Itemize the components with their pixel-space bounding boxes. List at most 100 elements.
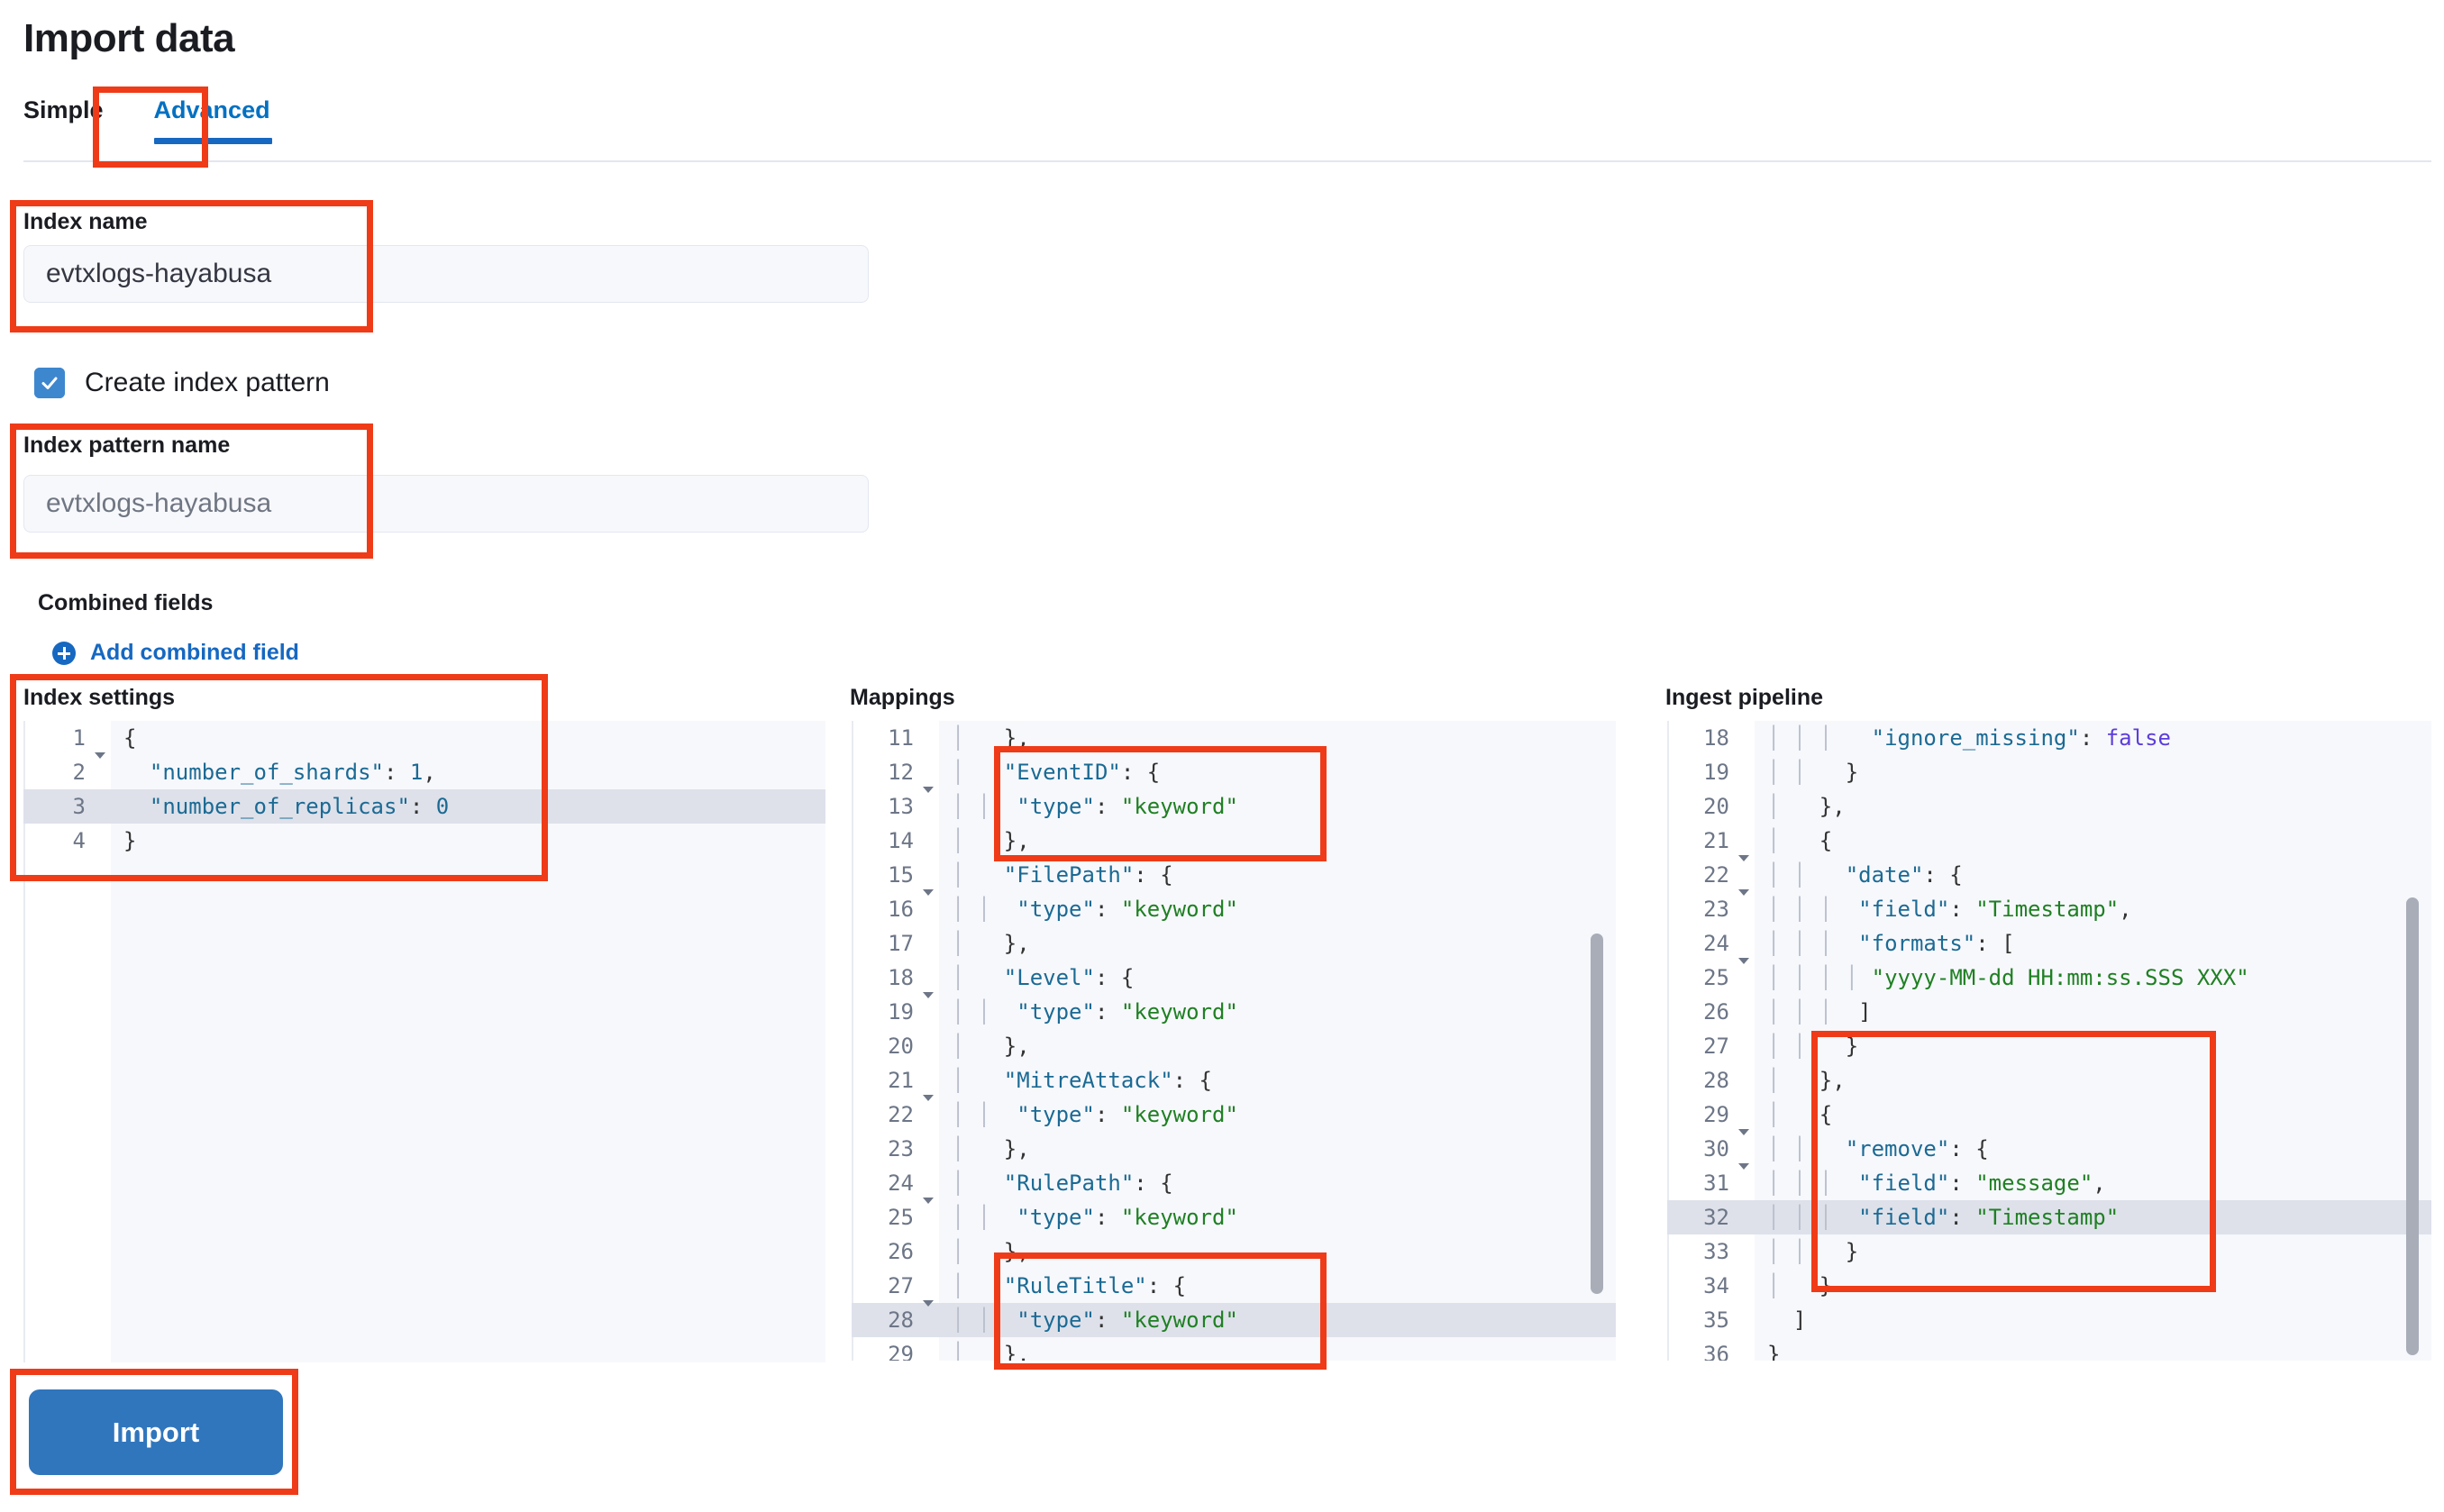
code-text: │ │ }	[1767, 1239, 1859, 1264]
import-button[interactable]: Import	[29, 1389, 283, 1475]
line-number: 25	[888, 1205, 914, 1230]
code-line[interactable]: 29 │ {	[1667, 1098, 2431, 1135]
line-number: 14	[888, 828, 914, 853]
line-number: 25	[1703, 965, 1729, 990]
line-number: 23	[1703, 897, 1729, 922]
code-line[interactable]: 24│ "RulePath": {	[852, 1166, 1616, 1204]
code-line[interactable]: 2 "number_of_shards": 1,	[23, 755, 825, 789]
code-line[interactable]: 28│ │ "type": "keyword"	[852, 1303, 1616, 1337]
line-number: 18	[888, 965, 914, 990]
code-line[interactable]: 19│ │ }	[1667, 755, 2431, 789]
line-number: 21	[888, 1068, 914, 1093]
code-line[interactable]: 28│ },	[1667, 1063, 2431, 1098]
code-line[interactable]: 22 │ │ "type": "keyword"	[852, 1098, 1616, 1132]
line-number: 29	[888, 1342, 914, 1361]
code-line[interactable]: 16│ │ "type": "keyword"	[852, 892, 1616, 926]
code-line[interactable]: 18 │ "Level": {	[852, 961, 1616, 998]
line-number: 29	[1703, 1102, 1729, 1127]
code-text: │ },	[952, 1239, 1030, 1264]
code-line[interactable]: 33 │ │ }	[1667, 1234, 2431, 1269]
add-combined-field-button[interactable]: Add combined field	[52, 640, 299, 666]
mappings-code[interactable]: 11│ },12│ "EventID": {13│ │ "type": "key…	[852, 721, 1616, 1361]
code-text: ]	[1767, 1307, 1807, 1333]
code-text: "number_of_shards": 1,	[149, 760, 436, 785]
code-text: │ }	[1767, 1273, 1833, 1298]
code-line[interactable]: 25│ │ │ │ "yyyy-MM-dd HH:mm:ss.SSS XXX"	[1667, 961, 2431, 995]
code-line[interactable]: 22│ │ "date": {	[1667, 858, 2431, 896]
code-line[interactable]: 20│ },	[852, 1029, 1616, 1063]
code-line[interactable]: 3 "number_of_replicas": 0	[23, 789, 825, 824]
code-line[interactable]: 13│ │ "type": "keyword"	[852, 789, 1616, 824]
mappings-scrollbar[interactable]	[1591, 934, 1603, 1294]
line-number: 17	[888, 931, 914, 956]
code-line[interactable]: 17│ },	[852, 926, 1616, 961]
line-number: 21	[1703, 828, 1729, 853]
code-line[interactable]: 27│ │ }	[1667, 1029, 2431, 1063]
line-number: 22	[1703, 862, 1729, 888]
code-line[interactable]: 32│ │ │ "field": "Timestamp"	[1667, 1200, 2431, 1234]
code-line[interactable]: 12│ "EventID": {	[852, 755, 1616, 793]
code-text: │ "RulePath": {	[952, 1170, 1173, 1196]
code-line[interactable]: 20│ },	[1667, 789, 2431, 824]
line-number: 30	[1703, 1136, 1729, 1161]
code-text: │ {	[1767, 828, 1833, 853]
code-line[interactable]: 19│ │ "type": "keyword"	[852, 995, 1616, 1029]
code-text: │ │ │ "field": "Timestamp",	[1767, 897, 2132, 922]
code-line[interactable]: 29│ },	[852, 1337, 1616, 1361]
index-pattern-name-input[interactable]: evtxlogs-hayabusa	[23, 475, 869, 533]
code-line[interactable]: 24│ │ │ "formats": [	[1667, 926, 2431, 964]
code-text: {	[123, 725, 137, 751]
page-title: Import data	[23, 16, 235, 60]
code-line[interactable]: 21│ "MitreAttack": {	[852, 1063, 1616, 1101]
code-line[interactable]: 31│ │ │ "field": "message",	[1667, 1166, 2431, 1200]
line-number: 2	[72, 760, 86, 785]
code-line[interactable]: 18│ │ │ "ignore_missing": false	[1667, 721, 2431, 755]
index-settings-code[interactable]: 1{2 "number_of_shards": 1,3 "number_of_r…	[23, 721, 825, 858]
code-line[interactable]: 26│ },	[852, 1234, 1616, 1269]
line-number: 34	[1703, 1273, 1729, 1298]
code-line[interactable]: 34 │ }	[1667, 1269, 2431, 1303]
code-text: │ │ "type": "keyword"	[952, 1205, 1238, 1230]
code-text: │ {	[1767, 1102, 1833, 1127]
code-line[interactable]: 27│ "RuleTitle": {	[852, 1269, 1616, 1307]
code-line[interactable]: 35 ]	[1667, 1303, 2431, 1337]
code-line[interactable]: 21 │ {	[1667, 824, 2431, 861]
index-settings-editor[interactable]: 1{2 "number_of_shards": 1,3 "number_of_r…	[23, 721, 825, 1362]
code-line[interactable]: 23 │ │ │ "field": "Timestamp",	[1667, 892, 2431, 926]
editor-gutter	[23, 721, 111, 1362]
code-text: │ │ │ "field": "message",	[1767, 1170, 2106, 1196]
code-text: │ "Level": {	[952, 965, 1135, 990]
code-line[interactable]: 36}	[1667, 1337, 2431, 1361]
tab-advanced[interactable]: Advanced	[125, 96, 299, 144]
line-number: 33	[1703, 1239, 1729, 1264]
index-name-input[interactable]: evtxlogs-hayabusa	[23, 245, 869, 303]
code-text: │ │ "type": "keyword"	[952, 794, 1238, 819]
code-line[interactable]: 25 │ │ "type": "keyword"	[852, 1200, 1616, 1234]
mappings-editor[interactable]: 11│ },12│ "EventID": {13│ │ "type": "key…	[852, 721, 1616, 1361]
ingest-pipeline-scrollbar[interactable]	[2406, 897, 2419, 1355]
combined-fields-title: Combined fields	[38, 590, 214, 615]
line-number: 3	[72, 794, 86, 819]
line-number: 22	[888, 1102, 914, 1127]
code-text: │ },	[1767, 1068, 1846, 1093]
code-line[interactable]: 1{	[23, 721, 825, 759]
code-line[interactable]: 23│ },	[852, 1132, 1616, 1166]
code-line[interactable]: 4}	[23, 824, 825, 858]
code-line[interactable]: 26│ │ │ ]	[1667, 995, 2431, 1029]
line-number: 23	[888, 1136, 914, 1161]
code-text: │ },	[952, 1034, 1030, 1059]
line-number: 4	[72, 828, 86, 853]
checkmark-icon[interactable]	[34, 368, 65, 398]
code-text: │ │ "type": "keyword"	[952, 1102, 1238, 1127]
code-line[interactable]: 15│ "FilePath": {	[852, 858, 1616, 896]
code-text: │ "RuleTitle": {	[952, 1273, 1187, 1298]
create-index-pattern-row[interactable]: Create index pattern	[34, 368, 330, 398]
line-number: 28	[888, 1307, 914, 1333]
code-line[interactable]: 11│ },	[852, 721, 1616, 755]
code-text: │ },	[1767, 794, 1846, 819]
code-line[interactable]: 14│ },	[852, 824, 1616, 858]
tab-simple[interactable]: Simple	[23, 96, 104, 123]
code-line[interactable]: 30│ │ "remove": {	[1667, 1132, 2431, 1170]
